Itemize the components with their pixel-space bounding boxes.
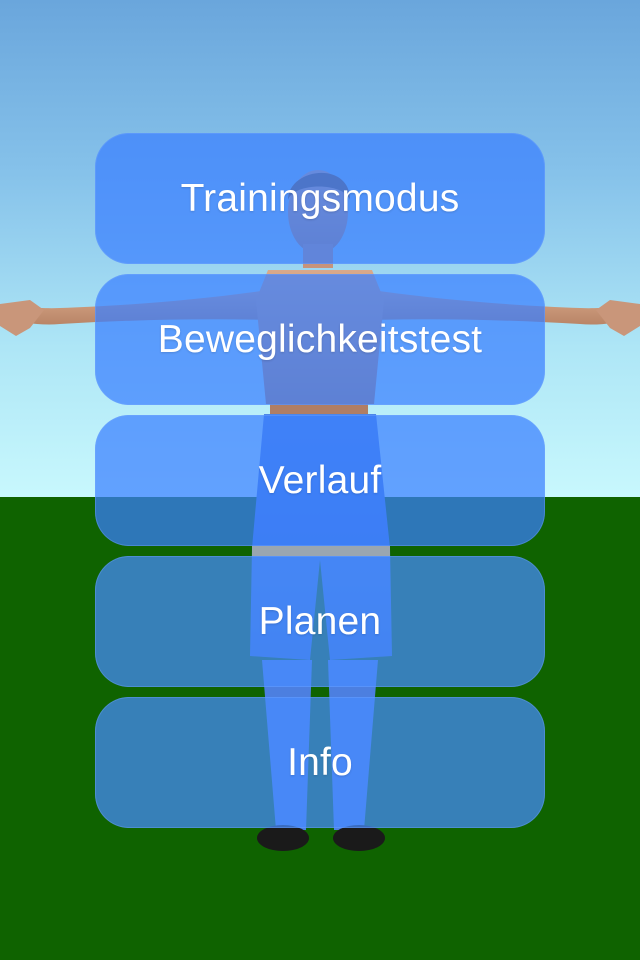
shorts-stripe	[252, 546, 390, 556]
planen-label: Planen	[258, 599, 382, 643]
left-shoe	[257, 825, 309, 851]
right-shoe	[333, 825, 385, 851]
planen-button[interactable]: Planen	[95, 556, 545, 687]
waistband	[270, 404, 368, 414]
info-label: Info	[287, 740, 353, 784]
verlauf-button[interactable]: Verlauf	[95, 415, 545, 546]
beweglichkeitstest-label: Beweglichkeitstest	[157, 317, 483, 361]
right-hand	[596, 300, 640, 336]
verlauf-label: Verlauf	[258, 458, 382, 502]
info-button[interactable]: Info	[95, 697, 545, 828]
left-hand	[0, 300, 44, 336]
beweglichkeitstest-button[interactable]: Beweglichkeitstest	[95, 274, 545, 405]
main-menu: Trainingsmodus Beweglichkeitstest Verlau…	[95, 133, 545, 838]
trainingsmodus-button[interactable]: Trainingsmodus	[95, 133, 545, 264]
trainingsmodus-label: Trainingsmodus	[180, 176, 460, 220]
